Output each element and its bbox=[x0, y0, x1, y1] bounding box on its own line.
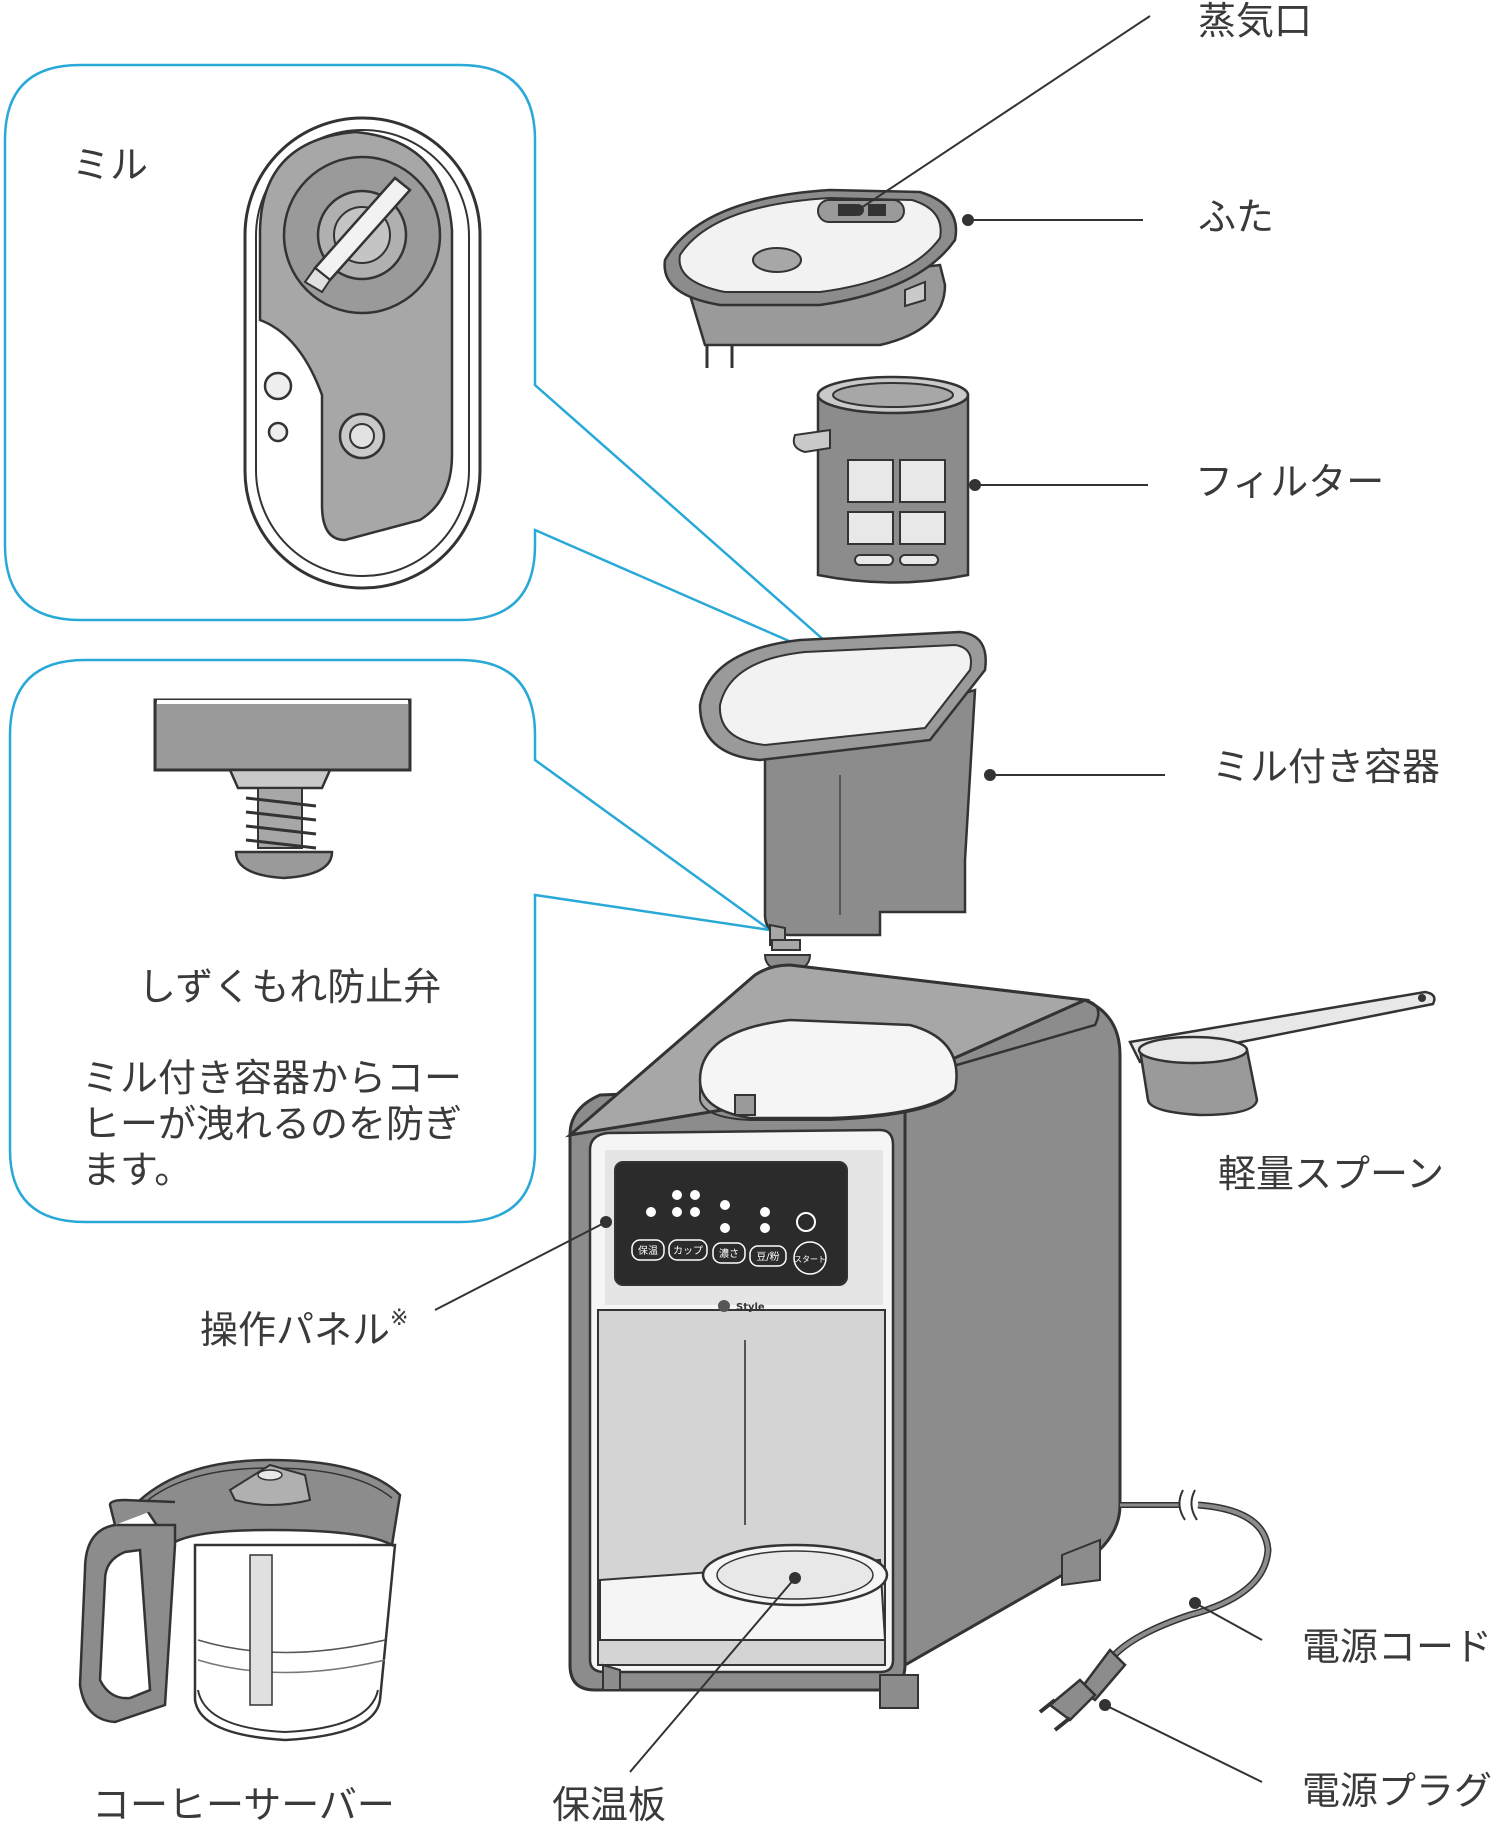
label-power-plug: 電源プラグ bbox=[1302, 1769, 1493, 1813]
mill-callout-title: ミル bbox=[72, 143, 149, 187]
label-operation-panel: 操作パネル※ bbox=[200, 1306, 409, 1352]
mill-container-illustration bbox=[698, 630, 987, 974]
power-cord-illustration bbox=[1038, 1489, 1272, 1732]
valve-callout-title: しずくもれ防止弁 bbox=[138, 965, 442, 1009]
label-lid: ふた bbox=[1198, 195, 1275, 239]
valve-callout-description: ミル付き容器からコー ヒーが洩れるのを防ぎ ます。 bbox=[82, 1055, 462, 1193]
panel-text: 保温 カップ 濃さ 豆/粉 スタート bbox=[638, 1244, 826, 1264]
coffee-maker-body bbox=[565, 963, 1122, 1709]
spoon-illustration bbox=[1128, 990, 1436, 1117]
label-coffee-server: コーヒーサーバー bbox=[92, 1783, 395, 1827]
valve-illustration bbox=[153, 698, 412, 880]
valve-callout bbox=[8, 658, 771, 1224]
valve-description-line-2: ヒーが洩れるのを防ぎ bbox=[82, 1102, 463, 1146]
valve-description-line-1: ミル付き容器からコー bbox=[82, 1056, 463, 1100]
label-steam-vent: 蒸気口 bbox=[1198, 0, 1313, 43]
leader-lines bbox=[434, 15, 1263, 1783]
panel-button-keep-warm: 保温 bbox=[638, 1244, 658, 1257]
valve-description-line-3: ます。 bbox=[82, 1148, 193, 1192]
label-filter: フィルター bbox=[1195, 460, 1385, 504]
panel-button-bean-powder: 豆/粉 bbox=[756, 1250, 779, 1263]
label-power-cord: 電源コード bbox=[1302, 1625, 1493, 1669]
panel-button-cups: カップ bbox=[673, 1245, 703, 1257]
lid-illustration bbox=[663, 188, 958, 368]
label-operation-panel-text: 操作パネル bbox=[200, 1308, 391, 1352]
panel-button-strength: 濃さ bbox=[719, 1247, 739, 1260]
label-mill-container: ミル付き容器 bbox=[1212, 745, 1441, 789]
panel-button-start: スタート bbox=[794, 1255, 826, 1264]
label-measuring-spoon: 軽量スプーン bbox=[1218, 1152, 1445, 1196]
label-operation-panel-mark: ※ bbox=[390, 1306, 409, 1331]
filter-illustration bbox=[792, 375, 970, 584]
coffee-server-illustration bbox=[78, 1458, 402, 1742]
mill-illustration bbox=[243, 116, 482, 590]
label-warming-plate: 保温板 bbox=[552, 1783, 667, 1827]
brand-logo: Style bbox=[736, 1302, 765, 1313]
